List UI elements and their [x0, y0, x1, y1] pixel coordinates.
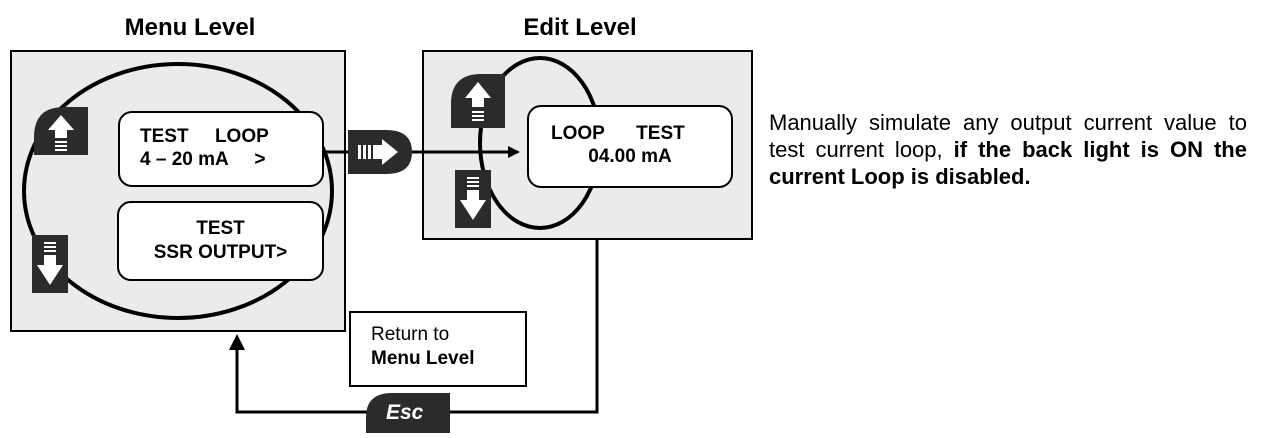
- enter-key[interactable]: [348, 130, 412, 174]
- edit-level-title: Edit Level: [523, 14, 637, 41]
- test-loop-line2: 4 – 20 mA >: [140, 149, 266, 170]
- enter-key-icon: [348, 130, 412, 174]
- esc-key-label: Esc: [386, 401, 424, 424]
- return-line1: Return to: [371, 324, 450, 345]
- up-arrow-key-icon: [34, 107, 88, 155]
- return-line2: Menu Level: [371, 348, 475, 369]
- description-bold: if the back light is ON the current Loop…: [769, 137, 1247, 189]
- test-ssr-line2: SSR OUTPUT>: [153, 242, 288, 263]
- menu-level-title: Menu Level: [124, 14, 256, 41]
- edit-up-key[interactable]: [451, 74, 505, 128]
- test-loop-screen: TEST LOOP 4 – 20 mA >: [118, 111, 324, 187]
- test-ssr-screen: TEST SSR OUTPUT>: [117, 201, 324, 281]
- edit-down-key[interactable]: [455, 170, 491, 228]
- loop-test-line2: 04.00 mA: [588, 146, 672, 167]
- test-loop-line1: TEST LOOP: [140, 126, 269, 147]
- down-arrow-key-icon: [32, 235, 68, 293]
- test-ssr-line1: TEST: [196, 218, 245, 239]
- menu-up-key[interactable]: [34, 107, 88, 155]
- esc-key[interactable]: Esc: [366, 393, 450, 433]
- description-text: Manually simulate any output current val…: [769, 109, 1247, 190]
- up-arrow-key-icon: [451, 74, 505, 128]
- loop-test-line1: LOOP TEST: [551, 123, 685, 144]
- menu-down-key[interactable]: [32, 235, 68, 293]
- down-arrow-key-icon: [455, 170, 491, 228]
- description-normal: Manually simulate any output current val…: [769, 110, 1247, 162]
- esc-key-icon: [366, 393, 450, 433]
- return-to-menu-note: Return to Menu Level: [349, 311, 527, 387]
- loop-test-screen: LOOP TEST 04.00 mA: [527, 105, 733, 188]
